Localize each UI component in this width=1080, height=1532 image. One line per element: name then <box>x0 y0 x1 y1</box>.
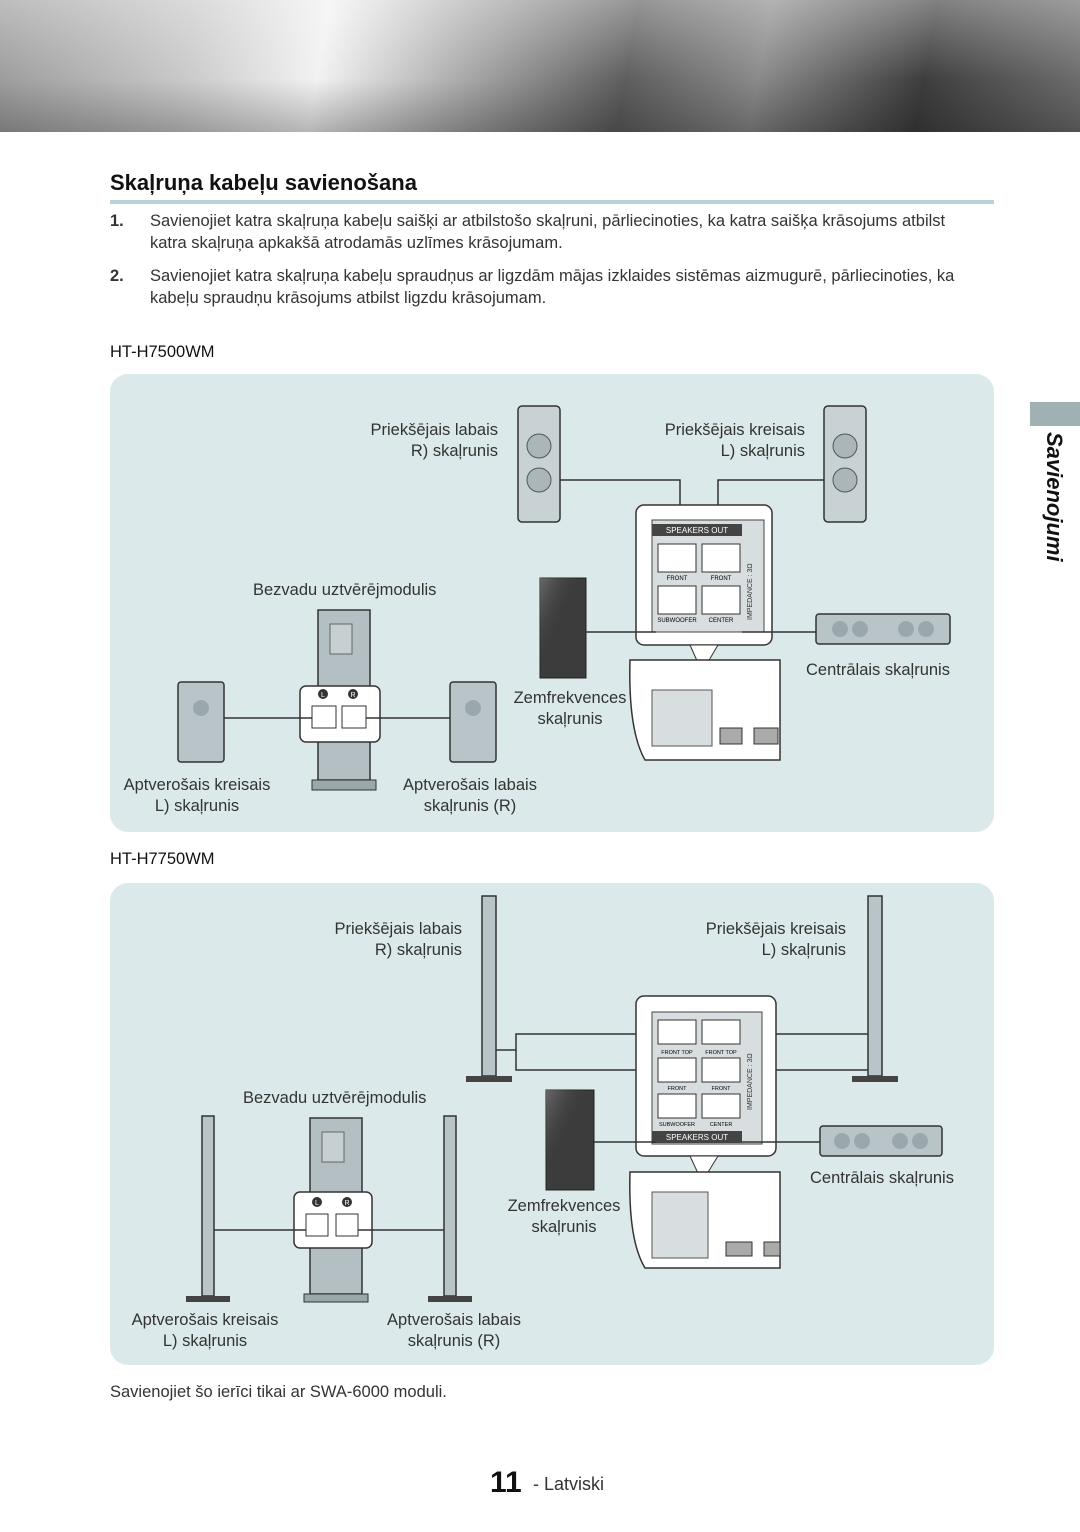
label-line: Zemfrekvences <box>513 689 627 707</box>
label-line: R) skaļrunis <box>410 442 498 460</box>
module-tag-r: R <box>344 1200 349 1207</box>
jack-label: FRONT TOP <box>661 1050 693 1056</box>
surround-left-speaker-1 <box>177 681 225 763</box>
compatibility-note: Savienojiet šo ierīci tikai ar SWA-6000 … <box>110 1383 447 1401</box>
jack-label: SUBWOOFER <box>657 618 697 624</box>
header-banner-shine <box>0 0 1080 132</box>
front-right-tower <box>466 895 512 1082</box>
center-speaker-1 <box>815 613 951 645</box>
section-title: Skaļruņa kabeļu savienošana <box>110 170 417 195</box>
label-line: Priekšējais kreisais <box>664 421 805 439</box>
label-line: Aptverošais kreisais <box>131 1311 279 1329</box>
jack-label: CENTER <box>709 618 734 624</box>
jack-label: FRONT <box>712 1086 732 1092</box>
surround-left-label-1: Aptverošais kreisais L) skaļrunis <box>112 775 282 817</box>
step-number: 1. <box>110 212 124 230</box>
surround-left-tower <box>186 1115 230 1302</box>
label-line: L) skaļrunis <box>720 442 805 460</box>
front-left-label-1: Priekšējais kreisais L) skaļrunis <box>640 420 805 462</box>
label-line: Priekšējais labais <box>334 920 462 938</box>
jack-label: SUBWOOFER <box>659 1122 695 1128</box>
model-label-1: HT-H7500WM <box>110 343 215 361</box>
label-line: skaļrunis <box>537 710 603 728</box>
wireless-module-label-2: Bezvadu uztvērējmodulis <box>243 1089 427 1107</box>
surround-left-label-2: Aptverošais kreisais L) skaļrunis <box>120 1310 290 1352</box>
module-tag-l: L <box>315 1200 319 1207</box>
page-number: 11 <box>490 1466 522 1499</box>
subwoofer-2 <box>545 1089 595 1191</box>
wireless-module-2: L R <box>293 1117 373 1303</box>
front-right-speaker <box>517 405 561 523</box>
wireless-module-1: L R <box>299 609 381 791</box>
subwoofer-label-2: Zemfrekvences skaļrunis <box>494 1196 634 1238</box>
label-line: skaļrunis (R) <box>407 1332 501 1350</box>
center-label-1: Centrālais skaļrunis <box>806 661 950 679</box>
model-label-2: HT-H7750WM <box>110 850 215 868</box>
label-line: R) skaļrunis <box>374 941 462 959</box>
impedance-label: IMPEDANCE : 3Ω <box>747 1053 754 1110</box>
module-tag-r: R <box>350 692 355 699</box>
speakers-out-callout-2: FRONT TOP FRONT TOP FRONT FRONT SUBWOOFE… <box>635 995 777 1184</box>
label-line: Aptverošais labais <box>387 1311 521 1329</box>
title-rule <box>110 200 994 204</box>
receiver-rear-2 <box>629 1171 781 1269</box>
surround-right-label-1: Aptverošais labais skaļrunis (R) <box>390 775 550 817</box>
label-line: L) skaļrunis <box>154 797 240 815</box>
jack-label: FRONT <box>668 1086 688 1092</box>
label-line: skaļrunis <box>531 1218 597 1236</box>
surround-right-speaker-1 <box>449 681 497 763</box>
label-line: L) skaļrunis <box>761 941 846 959</box>
label-line: Zemfrekvences <box>507 1197 621 1215</box>
front-right-label-2: Priekšējais labais R) skaļrunis <box>290 919 462 961</box>
page-language: - Latviski <box>533 1474 605 1494</box>
label-line: L) skaļrunis <box>162 1332 248 1350</box>
label-line: Aptverošais labais <box>403 776 537 794</box>
side-tab-marker <box>1030 402 1080 426</box>
step-text: Savienojiet katra skaļruņa kabeļu saišķi… <box>150 212 946 252</box>
impedance-label: IMPEDANCE : 3Ω <box>747 563 754 620</box>
label-line: Aptverošais kreisais <box>123 776 271 794</box>
center-label-2: Centrālais skaļrunis <box>810 1169 954 1187</box>
label-line: Priekšējais kreisais <box>705 920 846 938</box>
front-left-tower <box>852 895 898 1082</box>
speakers-out-header: SPEAKERS OUT <box>666 526 728 535</box>
center-speaker-2 <box>819 1125 943 1157</box>
jack-label: FRONT <box>711 576 732 582</box>
front-right-label-1: Priekšējais labais R) skaļrunis <box>330 420 498 462</box>
jack-label: CENTER <box>710 1122 733 1128</box>
surround-right-tower <box>428 1115 472 1302</box>
receiver-rear-1 <box>629 659 781 761</box>
subwoofer-1 <box>539 577 587 679</box>
surround-right-label-2: Aptverošais labais skaļrunis (R) <box>374 1310 534 1352</box>
jack-label: FRONT TOP <box>705 1050 737 1056</box>
label-line: Priekšējais labais <box>370 421 498 439</box>
step-number: 2. <box>110 267 124 285</box>
header-banner <box>0 0 1080 132</box>
module-tag-l: L <box>321 692 325 699</box>
label-line: skaļrunis (R) <box>423 797 517 815</box>
front-left-speaker <box>823 405 867 523</box>
speakers-out-callout: SPEAKERS OUT FRONT FRONT SUBWOOFER CENTE… <box>635 504 773 674</box>
subwoofer-label-1: Zemfrekvences skaļrunis <box>500 688 640 730</box>
jack-label: FRONT <box>667 576 688 582</box>
wireless-module-label-1: Bezvadu uztvērējmodulis <box>253 581 437 599</box>
speakers-out-footer: SPEAKERS OUT <box>666 1133 728 1142</box>
step-text: Savienojiet katra skaļruņa kabeļu spraud… <box>150 267 955 307</box>
front-left-label-2: Priekšējais kreisais L) skaļrunis <box>680 919 846 961</box>
